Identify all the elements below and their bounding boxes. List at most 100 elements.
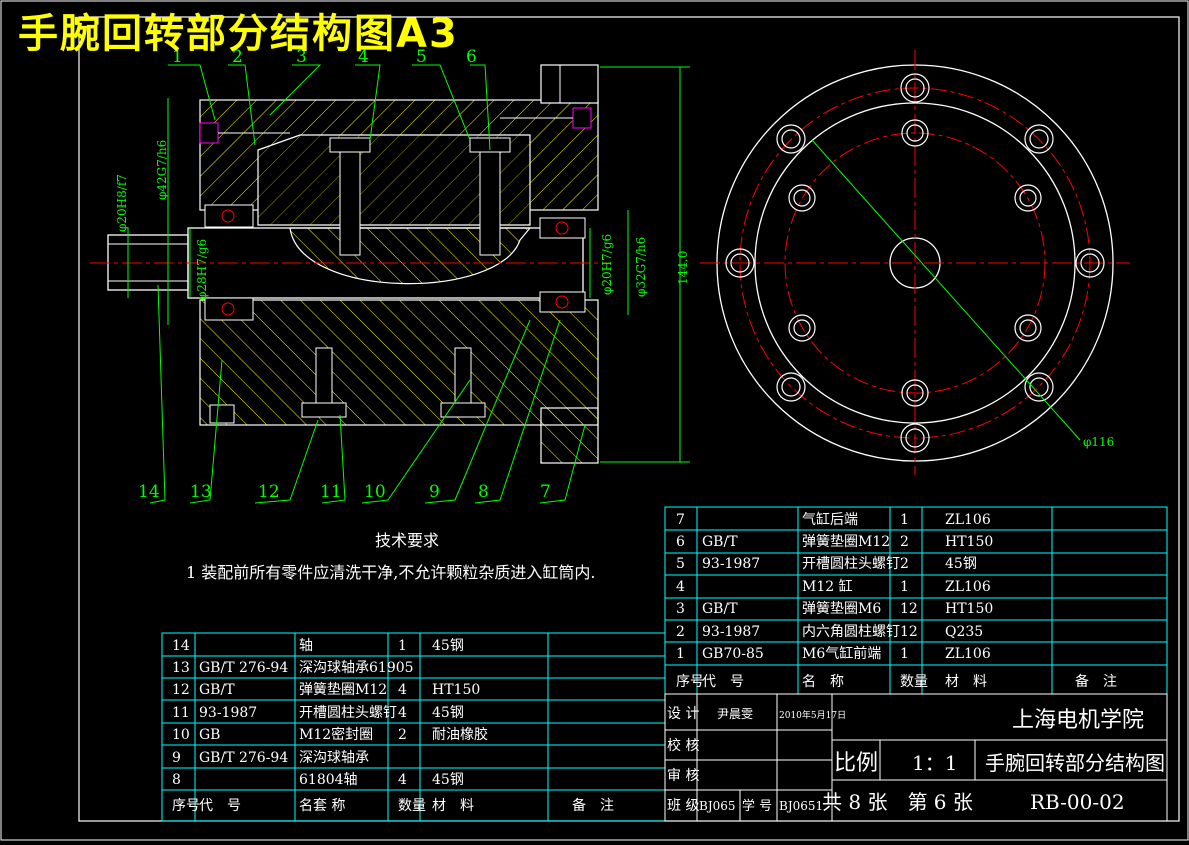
tb-scale-value: 1：1 xyxy=(912,751,957,775)
bom-left-row-11-no: 11 xyxy=(172,705,190,721)
bom-right-row-4-name: M12 缸 xyxy=(802,578,853,595)
rear-flange xyxy=(540,407,599,464)
seal-13 xyxy=(209,404,235,424)
bom-right-row-2-qty: 12 xyxy=(900,624,918,640)
bom-left-row-11-material: 45钢 xyxy=(432,705,464,721)
bom-right-row-7-name: 气缸后端 xyxy=(802,511,858,528)
bom-right-row-3-name: 弹簧垫圈M6 xyxy=(802,601,881,617)
end-view xyxy=(700,50,1130,475)
bom-left-row-10-code: GB xyxy=(199,727,220,743)
tb-drawing-no: RB-00-02 xyxy=(1030,790,1125,814)
bolt-5a xyxy=(339,139,361,256)
bom-right-row-2-name: 内六角圆柱螺钉 xyxy=(802,624,900,640)
bom-left-table xyxy=(161,632,666,822)
leader-lines xyxy=(149,64,586,504)
bearing-left-bottom xyxy=(204,297,254,321)
dim-overall: 144.0 xyxy=(676,251,690,285)
title-block-grid xyxy=(664,693,1168,822)
dim-shaft-mid: φ28H7/g6 xyxy=(195,239,209,300)
balloon-8: 8 xyxy=(478,482,489,502)
dimension-lines xyxy=(127,66,690,463)
bom-right-row-3-qty: 12 xyxy=(900,601,918,617)
bom-right-row-5-code: 93-1987 xyxy=(702,556,760,572)
bom-right-header-remark: 备 注 xyxy=(1075,673,1117,690)
dim-rear-bore: φ32G7/h6 xyxy=(634,237,648,297)
bom-left-row-14-name: 轴 xyxy=(299,638,313,654)
bom-right-row-4-no: 4 xyxy=(676,579,685,595)
bom-right-row-2-no: 2 xyxy=(676,624,685,640)
tb-class-value: BJ065 xyxy=(699,799,736,813)
balloon-1: 1 xyxy=(172,47,183,67)
bom-left-row-8-no: 8 xyxy=(172,772,181,788)
bearing-right-top xyxy=(539,217,586,239)
body-circle xyxy=(754,102,1076,424)
bom-right-header-no: 序号 xyxy=(676,674,704,690)
balloon-14: 14 xyxy=(138,482,160,502)
bom-left-row-12-code: GB/T xyxy=(199,682,235,698)
bom-right-row-6-qty: 2 xyxy=(900,534,909,550)
bom-right-header-material: 材 料 xyxy=(945,674,987,690)
bom-left-row-11-name: 开槽圆柱头螺钉 xyxy=(299,705,397,721)
bolt-11a xyxy=(315,347,333,404)
bom-right-row-1-no: 1 xyxy=(676,646,685,662)
bom-left-row-11-code: 93-1987 xyxy=(199,705,257,721)
bom-right-row-4-material: ZL106 xyxy=(945,579,991,595)
bom-left-row-13-name: 深沟球轴承61905 xyxy=(299,660,414,676)
bom-right-row-7-qty: 1 xyxy=(900,512,909,528)
bom-right-row-6-no: 6 xyxy=(676,534,685,550)
bom-left-row-12-name: 弹簧垫圈M12 xyxy=(299,682,387,698)
bom-right-row-3-material: HT150 xyxy=(945,601,993,617)
bom-left-row-10-name: M12密封圈 xyxy=(299,726,373,743)
tb-review-label: 审 核 xyxy=(667,768,699,784)
bom-right-row-3-no: 3 xyxy=(676,601,685,617)
tb-scale-label: 比例 xyxy=(834,751,878,776)
balloon-12: 12 xyxy=(258,482,280,502)
dim-shaft-end: φ20H8/f7 xyxy=(115,174,129,232)
bom-left-row-11-qty: 4 xyxy=(398,705,407,721)
dim-end-diameter: φ116 xyxy=(1083,435,1114,449)
bom-right-row-6-name: 弹簧垫圈M12 xyxy=(802,534,890,550)
tb-id-label: 学 号 xyxy=(742,798,772,814)
bom-right-row-2-code: 93-1987 xyxy=(702,624,760,640)
balloon-9: 9 xyxy=(429,482,440,502)
notes-line-1: 1 装配前所有零件应清洗干净,不允许颗粒杂质进入缸筒内. xyxy=(186,563,595,582)
balloon-3: 3 xyxy=(296,47,307,67)
bom-left-row-12-material: HT150 xyxy=(432,682,480,698)
bom-left-row-10-material: 耐油橡胶 xyxy=(432,726,488,743)
bom-left-header-name: 名套 称 xyxy=(299,798,345,814)
balloon-2: 2 xyxy=(232,47,243,67)
bom-left-row-12-no: 12 xyxy=(172,682,190,698)
bolt-11b xyxy=(454,347,472,404)
bom-right-row-4-qty: 1 xyxy=(900,579,909,595)
bom-left-row-9-code: GB/T 276-94 xyxy=(199,750,288,766)
bom-left-row-14-qty: 1 xyxy=(398,638,407,654)
balloon-7: 7 xyxy=(540,482,551,502)
balloon-numbers: 1 2 3 4 5 6 14 13 12 11 10 9 8 7 xyxy=(138,47,551,502)
bom-left-row-8-qty: 4 xyxy=(398,772,407,788)
balloon-4: 4 xyxy=(358,47,369,67)
bom-right-row-7-no: 7 xyxy=(676,512,685,528)
housing-bottom-section xyxy=(199,299,599,426)
bom-right-row-3-code: GB/T xyxy=(702,601,738,617)
bom-left-row-9-no: 9 xyxy=(172,750,181,766)
balloon-10: 10 xyxy=(364,482,386,502)
tb-design-label: 设 计 xyxy=(667,706,699,722)
tb-class-label: 班 级 xyxy=(667,798,699,814)
bom-left-header-code: 代 号 xyxy=(199,798,241,814)
bom-left-row-9-name: 深沟球轴承 xyxy=(299,750,369,766)
bom-right-row-7-material: ZL106 xyxy=(945,512,991,528)
dimension-texts: φ20H8/f7 φ42G7/h6 φ28H7/g6 φ20H7/g6 φ32G… xyxy=(115,140,690,300)
title-block-text: 设 计 尹晨雯 2010年5月17日 校 核 审 核 班 级 BJ065 学 号… xyxy=(667,706,1165,814)
balloon-13: 13 xyxy=(190,482,212,502)
tb-drawing-name: 手腕回转部分结构图 xyxy=(985,751,1165,775)
screw-2-right xyxy=(572,107,592,129)
bom-right-row-1-material: ZL106 xyxy=(945,646,991,662)
section-view xyxy=(90,64,610,464)
bom-right-row-1-qty: 1 xyxy=(900,646,909,662)
bom-left-row-8-material: 45钢 xyxy=(432,772,464,788)
balloon-11: 11 xyxy=(320,482,342,502)
bom-right-header-code: 代 号 xyxy=(702,674,744,690)
dim-leader-116 xyxy=(811,139,1081,441)
